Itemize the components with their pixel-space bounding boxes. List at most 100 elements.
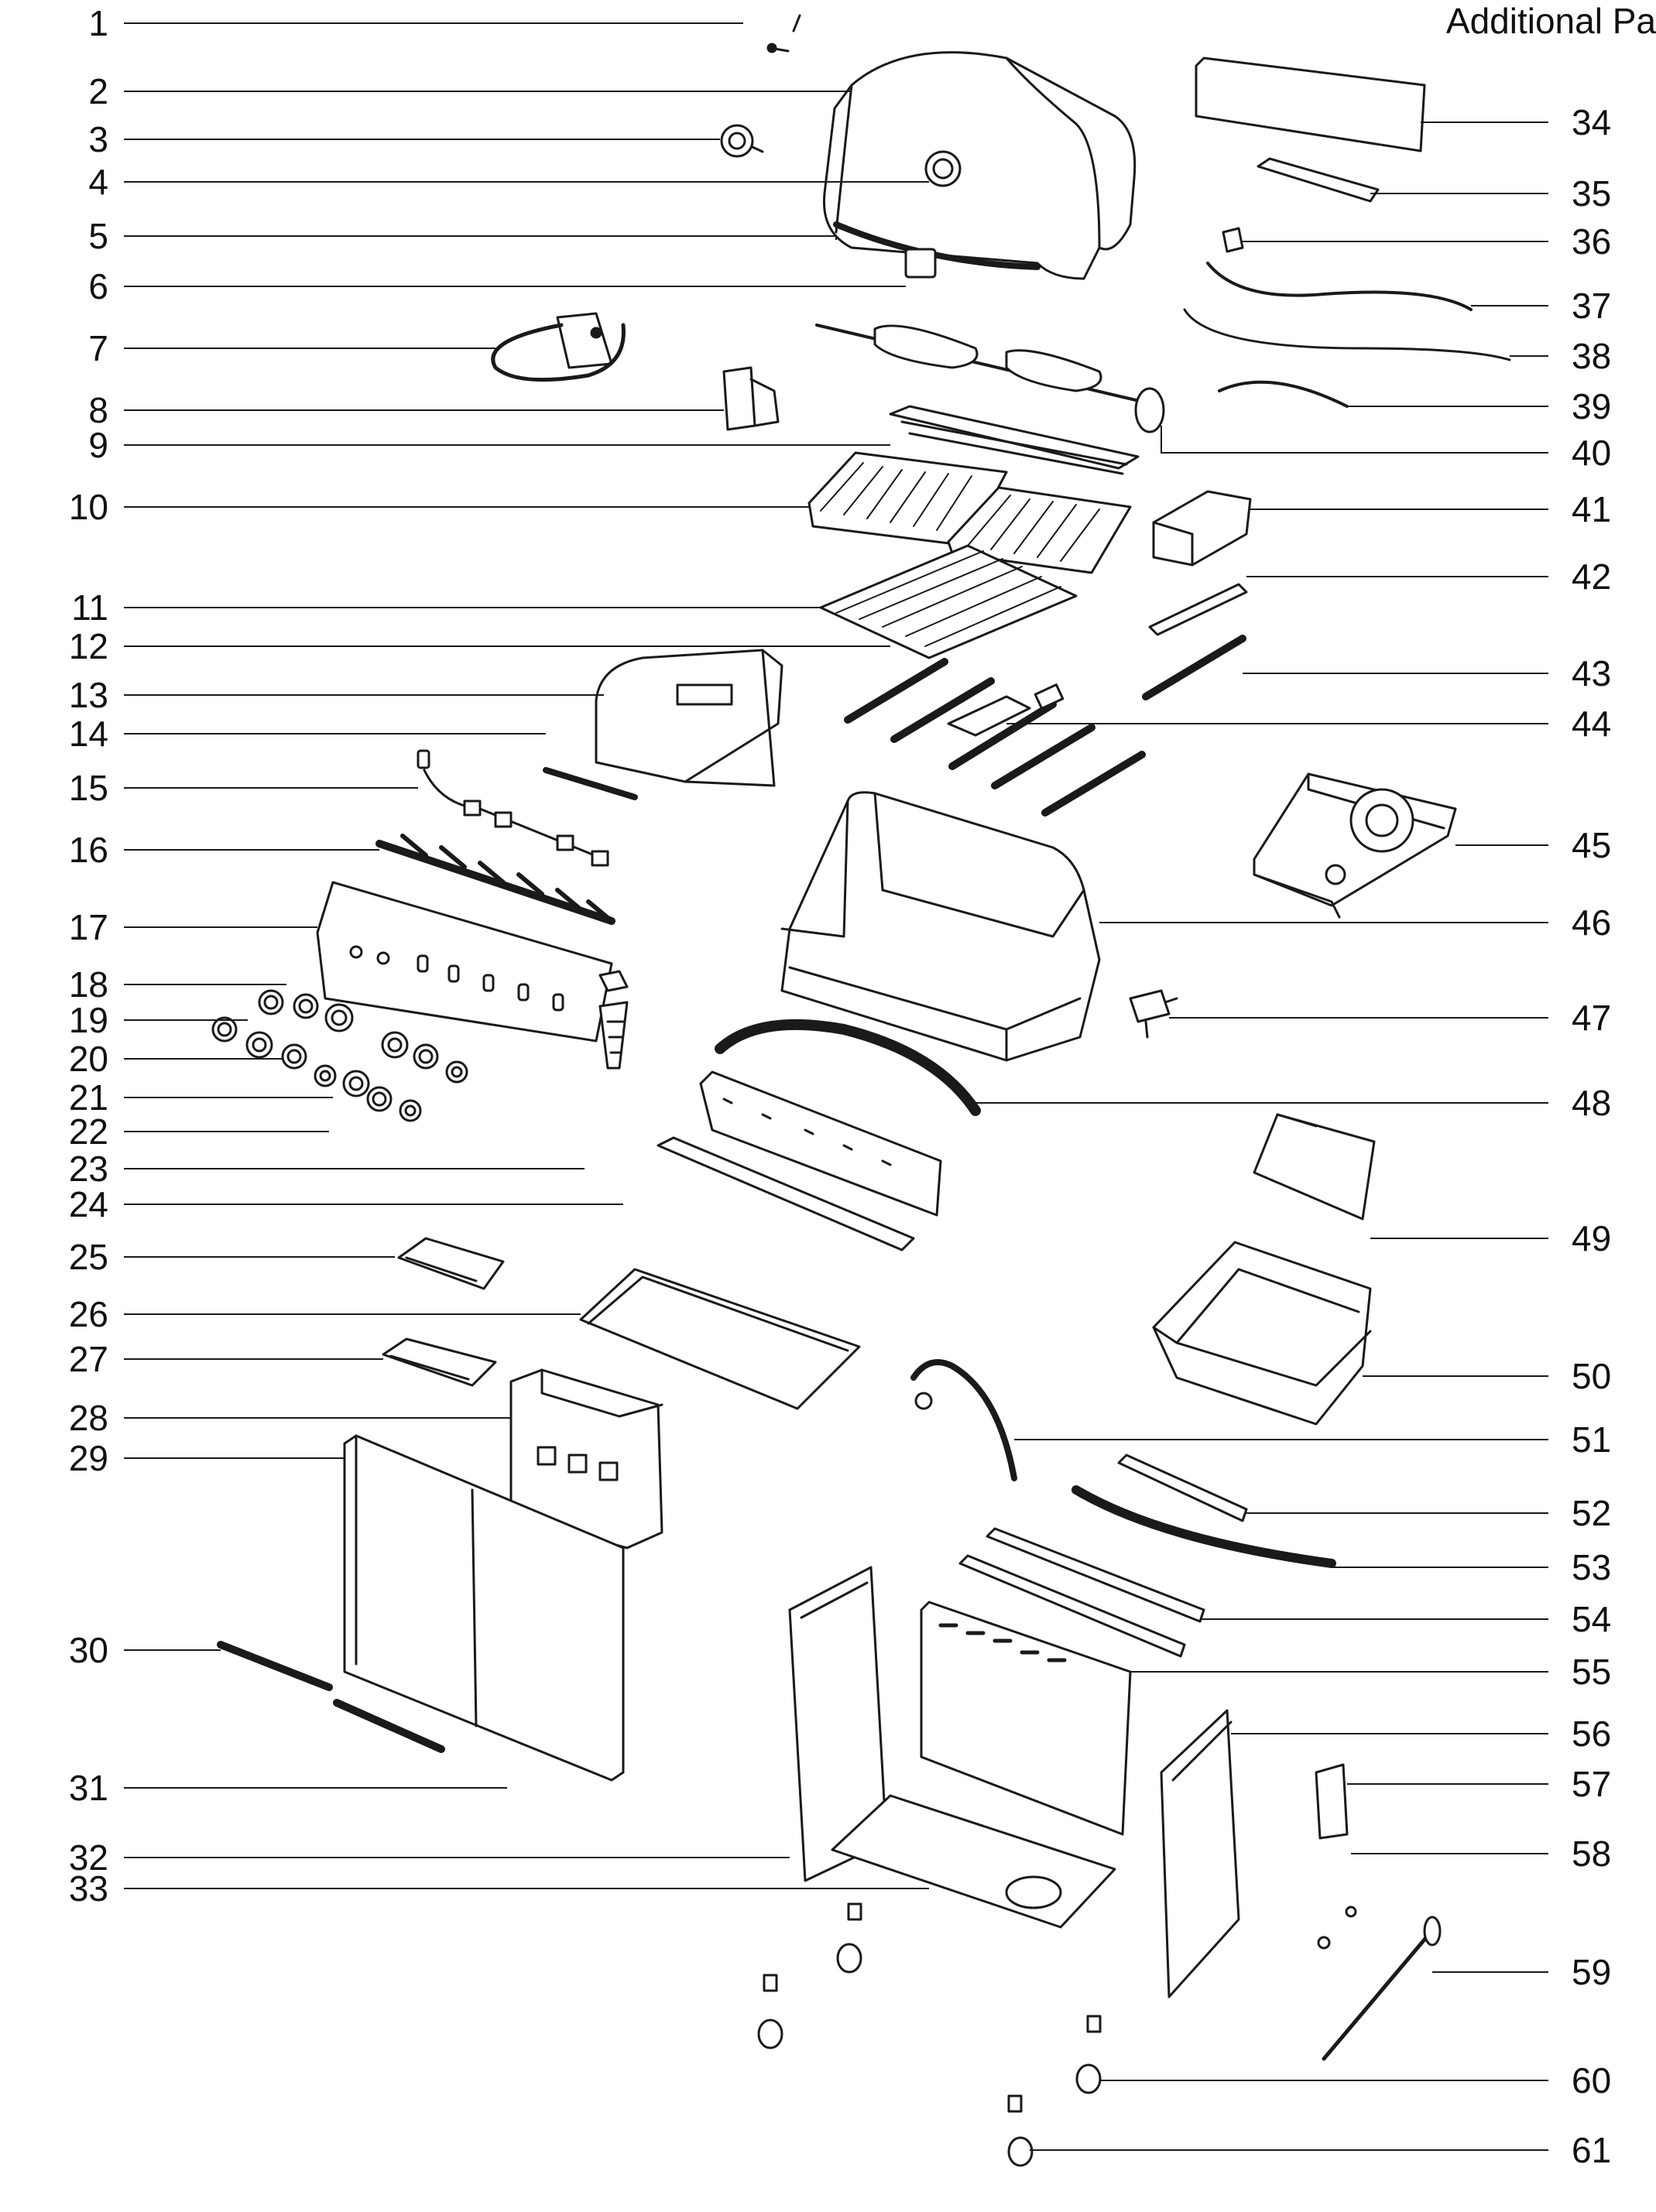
callout-number-45: 45 [1572, 825, 1611, 865]
callout-number-10: 10 [69, 487, 108, 527]
part-rotisserie-spit [815, 324, 1165, 433]
part-gas-line [910, 1359, 1017, 1481]
part-igniter-module [491, 312, 626, 382]
part-cabinet-doors [343, 1434, 625, 1782]
part-side-cover [595, 649, 783, 787]
callout-number-6: 6 [88, 266, 108, 306]
callout-number-51: 51 [1572, 1419, 1611, 1460]
part-control-knobs [211, 989, 468, 1122]
part-grease-tray [579, 1268, 861, 1410]
callout-number-2: 2 [88, 71, 108, 111]
leader-line-right [1161, 426, 1548, 454]
callout-number-42: 42 [1572, 556, 1611, 597]
callout-number-47: 47 [1572, 998, 1611, 1038]
callout-number-50: 50 [1572, 1356, 1611, 1396]
callout-number-39: 39 [1572, 386, 1611, 426]
callout-number-30: 30 [69, 1630, 108, 1670]
callout-number-36: 36 [1572, 221, 1611, 262]
callout-number-54: 54 [1572, 1599, 1611, 1639]
callout-number-21: 21 [69, 1077, 108, 1118]
part-catch-pan [382, 1337, 497, 1387]
part-warming-rack [889, 405, 1140, 475]
callout-number-11: 11 [71, 587, 108, 628]
callout-number-56: 56 [1572, 1714, 1611, 1754]
callout-number-40: 40 [1572, 433, 1611, 473]
part-catch-pan-tray [397, 1237, 505, 1290]
part-cookbox [780, 791, 1101, 1062]
callout-number-59: 59 [1572, 1952, 1611, 1992]
part-flavorizer-bars [819, 544, 1078, 659]
callout-number-37: 37 [1572, 286, 1611, 326]
part-shelf-bracket [1257, 157, 1380, 203]
callout-number-55: 55 [1572, 1652, 1611, 1692]
callout-number-22: 22 [69, 1111, 108, 1152]
callout-number-57: 57 [1572, 1764, 1611, 1804]
callout-number-29: 29 [69, 1438, 108, 1478]
callout-number-34: 34 [1572, 102, 1611, 142]
part-clip [1222, 227, 1244, 253]
callout-number-17: 17 [69, 907, 108, 947]
part-lid [822, 51, 1137, 280]
callout-number-28: 28 [69, 1398, 108, 1438]
part-screws [766, 14, 801, 53]
callout-number-13: 13 [69, 675, 108, 715]
callout-number-43: 43 [1572, 653, 1611, 693]
callout-number-1: 1 [88, 3, 108, 43]
callout-number-52: 52 [1572, 1493, 1611, 1533]
part-side-table [1152, 1241, 1372, 1426]
callout-number-20: 20 [69, 1039, 108, 1079]
part-front-panel [699, 1070, 942, 1217]
part-igniter-wires [417, 749, 609, 867]
callout-number-24: 24 [69, 1184, 108, 1224]
callout-number-38: 38 [1572, 336, 1611, 376]
diagram-header-title: Additional Pa [1445, 1, 1656, 41]
part-bottom-shelf [831, 1794, 1116, 1929]
callout-number-61: 61 [1572, 2130, 1611, 2170]
part-side-shelf [1195, 56, 1426, 152]
part-side-burner [1253, 772, 1457, 919]
part-control-panel [316, 881, 613, 1043]
part-tank-hook [1317, 1906, 1357, 1950]
part-valve-manifold [375, 834, 615, 925]
callout-number-31: 31 [69, 1768, 108, 1808]
callout-number-19: 19 [69, 1000, 108, 1040]
callout-number-58: 58 [1572, 1834, 1611, 1874]
part-gas-hose-main [715, 1019, 981, 1116]
callout-number-41: 41 [1572, 489, 1611, 529]
part-door-handles [217, 1641, 445, 1753]
part-rear-panel [920, 1601, 1132, 1836]
callout-number-5: 5 [88, 216, 108, 256]
part-heat-shield-bracket [722, 366, 780, 431]
leader-line-left [124, 235, 837, 240]
callout-number-25: 25 [69, 1237, 108, 1277]
callout-number-14: 14 [69, 714, 108, 754]
part-heat-deflector [1148, 583, 1248, 636]
callout-number-27: 27 [69, 1339, 108, 1379]
part-handle-light [598, 970, 629, 1070]
callout-number-49: 49 [1572, 1218, 1611, 1258]
callout-number-46: 46 [1572, 902, 1611, 943]
callout-number-8: 8 [88, 390, 108, 430]
callout-number-53: 53 [1572, 1547, 1611, 1587]
part-regulator [1129, 989, 1178, 1039]
part-side-burner-tube [1142, 635, 1246, 700]
callout-number-44: 44 [1572, 704, 1611, 744]
part-burner-tubes [844, 658, 1146, 817]
callout-number-26: 26 [69, 1294, 108, 1334]
part-side-tray [1152, 490, 1252, 567]
callout-number-9: 9 [88, 425, 108, 465]
callout-number-33: 33 [69, 1868, 108, 1909]
callout-number-7: 7 [88, 328, 108, 368]
callout-number-32: 32 [69, 1837, 108, 1878]
callout-number-4: 4 [88, 162, 108, 202]
part-crossover-tube [543, 767, 638, 800]
callout-number-12: 12 [69, 626, 108, 666]
part-wires-37-39 [1183, 262, 1511, 408]
part-cart-rail-short [1117, 1454, 1248, 1522]
callout-number-15: 15 [69, 768, 108, 808]
part-thermometer [720, 124, 764, 158]
callout-number-23: 23 [69, 1149, 108, 1189]
callout-number-18: 18 [69, 964, 108, 1005]
